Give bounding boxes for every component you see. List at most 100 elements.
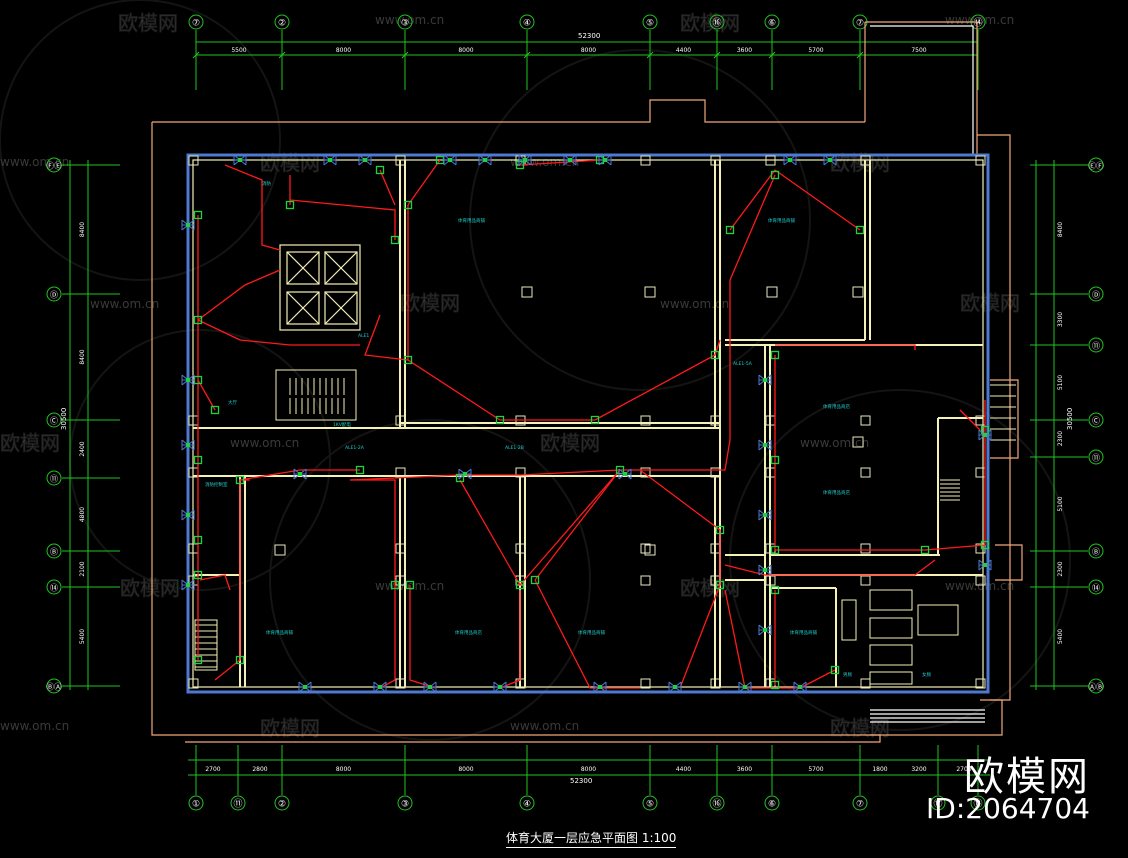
emergency-light — [285, 200, 295, 210]
axis-bubble — [642, 795, 658, 811]
dimension-value: 8000 — [458, 47, 473, 54]
axis-bubble — [397, 14, 413, 30]
watermark-site: www.om.cn — [945, 13, 1014, 27]
axis-bubble — [1088, 449, 1104, 465]
exit-sign — [673, 685, 677, 689]
structural-columns — [188, 155, 986, 689]
axis-bubble — [709, 795, 725, 811]
axis-bubble — [709, 14, 725, 30]
emergency-light — [530, 575, 540, 585]
exit-sign — [186, 378, 190, 382]
emergency-light — [980, 540, 990, 550]
dimension-value: 2700 — [205, 766, 220, 773]
dimension-value: 8400 — [79, 349, 86, 364]
dimension-value: 5400 — [1057, 629, 1064, 644]
axis-bubble — [1088, 157, 1104, 173]
exit-sign — [328, 158, 332, 162]
axis-label: ⒺⒻ — [1088, 162, 1104, 171]
emergency-light — [855, 225, 865, 235]
exit-sign — [623, 472, 627, 476]
dimension-value: 4400 — [676, 766, 691, 773]
room-label: 体育用品商铺 — [266, 629, 293, 636]
column — [860, 155, 871, 166]
stair-right — [940, 384, 1016, 501]
column — [860, 543, 871, 554]
exit-sign — [186, 583, 190, 587]
column — [188, 155, 199, 166]
exit-sign — [303, 685, 307, 689]
axis-label: Ⓑ — [50, 548, 58, 557]
exit-sign — [523, 158, 527, 162]
axis-bubble — [1088, 337, 1104, 353]
axis-bubble — [397, 795, 413, 811]
watermark-site: www.om.cn — [230, 436, 299, 450]
watermark-site: www.om.cn — [375, 13, 444, 27]
axis-label: ⑥ — [768, 19, 776, 29]
axis-label: ⑦ — [856, 800, 864, 810]
column — [765, 155, 776, 166]
axis-bubble — [519, 795, 535, 811]
watermark-site: www.om.cn — [90, 297, 159, 311]
axis-bubble — [274, 14, 290, 30]
emergency-light — [193, 570, 203, 580]
emergency-light — [193, 455, 203, 465]
exit-sign — [483, 158, 487, 162]
axis-label: ⑭ — [50, 584, 58, 593]
exit-sign — [568, 158, 572, 162]
axis-label: ③ — [401, 19, 409, 29]
watermark-name: 欧模网 — [118, 11, 178, 35]
axis-bubble — [970, 795, 986, 811]
column — [765, 575, 776, 586]
axis-bubble — [46, 579, 62, 595]
column — [710, 678, 721, 689]
column — [188, 678, 199, 689]
emergency-light — [715, 525, 725, 535]
column — [395, 467, 406, 478]
axis-label: ⒶⒷ — [1088, 683, 1104, 692]
exit-sign — [788, 158, 792, 162]
emergency-light — [210, 405, 220, 415]
axis-label: ⑦ — [192, 19, 200, 29]
watermark-name: 欧模网 — [260, 716, 320, 740]
exit-sign — [363, 158, 367, 162]
dimension-value: 2300 — [1057, 431, 1064, 446]
exit-sign — [743, 685, 747, 689]
exit-sign — [186, 223, 190, 227]
emergency-light — [193, 655, 203, 665]
dimension-value: 3300 — [1057, 312, 1064, 327]
axis-bubble — [764, 14, 780, 30]
panel-label: ALE1-2A — [345, 445, 365, 451]
column — [395, 678, 406, 689]
exit-sign — [498, 685, 502, 689]
exit-sign — [428, 685, 432, 689]
room-label: 体育用品商店 — [823, 489, 850, 496]
exit-sign — [238, 158, 242, 162]
emergency-light — [235, 655, 245, 665]
exit-sign — [763, 443, 767, 447]
building-walls — [186, 153, 990, 694]
axis-bubble — [188, 14, 204, 30]
emergency-light — [403, 355, 413, 365]
axis-label: ⑥ — [768, 800, 776, 810]
dimension-value: 8000 — [581, 47, 596, 54]
emergency-light — [770, 680, 780, 690]
emergency-light — [390, 235, 400, 245]
axis-label: ⑪ — [1092, 342, 1100, 351]
emergency-light — [920, 545, 930, 555]
column — [640, 415, 651, 426]
column — [710, 155, 721, 166]
axis-label: ⑭ — [1092, 584, 1100, 593]
panel-label: ALE1-5A — [733, 361, 753, 367]
exit-sign — [828, 158, 832, 162]
dimension-value: 8400 — [1057, 222, 1064, 237]
emergency-light — [715, 580, 725, 590]
room-label: 体育用品商铺 — [578, 629, 605, 636]
axis-bubble — [519, 14, 535, 30]
column — [640, 575, 651, 586]
brand-logo-text: 欧模网 — [964, 754, 1090, 800]
stair-core-left — [275, 369, 357, 421]
emergency-light — [770, 455, 780, 465]
